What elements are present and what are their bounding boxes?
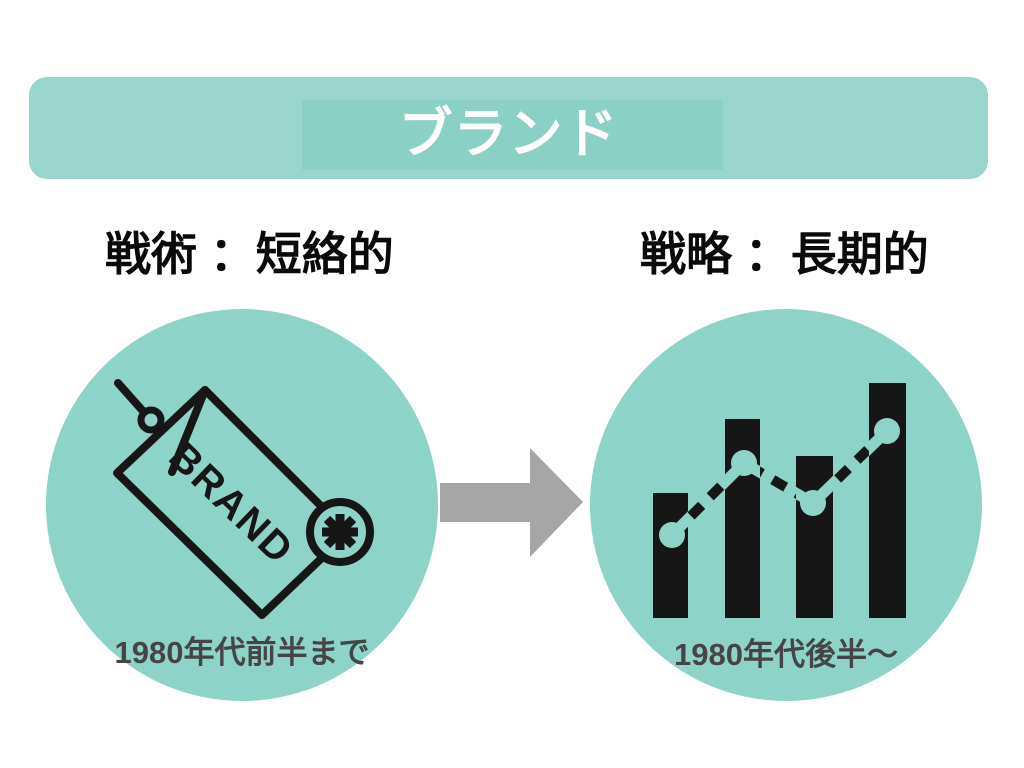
tag-hole (137, 406, 165, 434)
tag-seal-badge (306, 498, 374, 566)
tag-string (114, 379, 146, 414)
header-bar: ブランド (29, 77, 988, 179)
left-circle-caption: 1980年代前半まで (114, 635, 370, 670)
page-title: ブランド (398, 103, 619, 164)
left-heading: 戦術 ：短絡的 (105, 228, 394, 280)
tag-label: BRAND (160, 434, 302, 573)
chart-bars (653, 383, 906, 618)
growth-chart-icon (653, 383, 906, 618)
left-circle: BRAND 1980年代前半まで (46, 309, 438, 701)
trend-line-dashes (688, 427, 869, 539)
tag-fold-line (168, 386, 209, 476)
brand-tag-icon: BRAND (113, 379, 374, 619)
right-circle-caption: 1980年代後半〜 (674, 637, 898, 672)
arrow-right-icon (440, 448, 584, 558)
trend-dots (659, 418, 900, 548)
header-title-highlight (302, 100, 723, 170)
right-heading: 戦略 ：長期的 (640, 228, 929, 280)
right-circle: 1980年代後半〜 (590, 309, 982, 701)
